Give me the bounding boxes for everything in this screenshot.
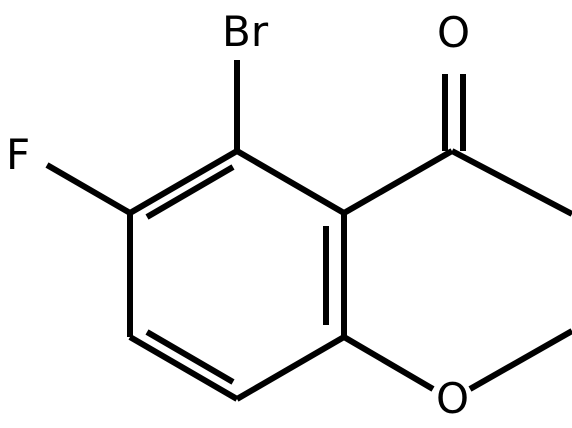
ring-bond-c6-c1 [128,148,239,216]
bond-c2-carbonyl-carbon [342,148,454,216]
ring-bond-c4-c5 [128,334,239,402]
bond-carbonyl-c-methyl [450,148,572,217]
bond-c3-ether-oxygen [342,334,435,392]
ring-inner-bond-c6-c1 [145,164,235,220]
atom-label-ether-oxygen: O [436,374,469,423]
ring-inner-bond-c4-c5 [145,329,235,385]
atom-label-carbonyl-oxygen: O [437,8,470,57]
bond-ether-oxygen-methyl [468,328,572,392]
ring-bond-c3-c4 [235,334,346,402]
bond-c6-fluorine [45,162,132,216]
ring-bond-c1-c2 [235,148,346,216]
atom-label-bromine: Br [222,7,269,56]
atom-label-fluorine: F [6,130,30,179]
